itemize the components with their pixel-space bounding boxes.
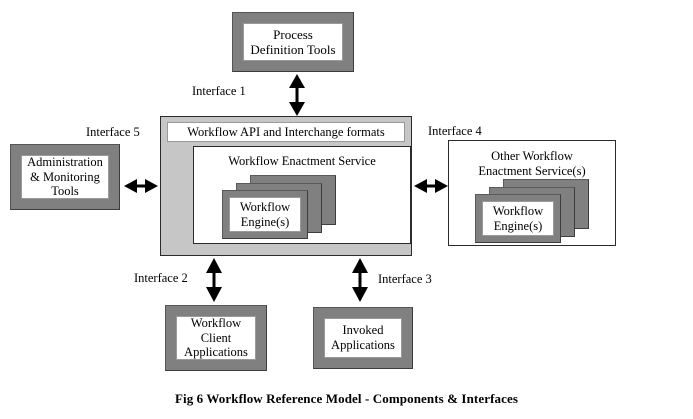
interface-5-label: Interface 5 — [86, 125, 140, 139]
workflow-engine-stack: Workflow Engine(s) — [222, 175, 362, 239]
other-workflow-engine-label: Workflow Engine(s) — [482, 201, 554, 236]
administration-monitoring-tools-box: Administration & Monitoring Tools — [10, 144, 120, 210]
workflow-api-label: Workflow API and Interchange formats — [167, 122, 405, 142]
invoked-apps-line1: Invoked — [342, 323, 384, 338]
process-definition-tools-line1: Process — [273, 26, 313, 42]
workflow-enactment-service-title: Workflow Enactment Service — [228, 154, 376, 168]
process-definition-tools-line2: Definition Tools — [250, 42, 336, 57]
workflow-engine-card-front: Workflow Engine(s) — [222, 190, 308, 239]
client-apps-line1: Workflow — [190, 315, 242, 330]
admin-tools-line2: & Monitoring — [30, 169, 100, 184]
other-enactment-service-title: Other Workflow Enactment Service(s) — [449, 149, 615, 179]
workflow-client-applications-box: Workflow Client Applications — [165, 305, 267, 371]
interface-3-label: Interface 3 — [378, 272, 432, 286]
workflow-enactment-service-box: Workflow Enactment Service Workflow Engi… — [193, 146, 411, 244]
invoked-applications-label: Invoked Applications — [324, 318, 402, 358]
interface-1-arrow — [286, 74, 308, 116]
figure-caption: Fig 6 Workflow Reference Model - Compone… — [174, 391, 519, 406]
admin-tools-line1: Administration — [27, 154, 103, 169]
client-apps-line3: Applications — [184, 345, 248, 360]
client-apps-line2: Client — [200, 330, 232, 345]
interface-4-arrow — [414, 176, 448, 196]
admin-tools-line3: Tools — [51, 184, 79, 199]
interface-5-arrow — [124, 176, 158, 196]
other-workflow-engine-stack: Workflow Engine(s) — [475, 179, 615, 243]
process-definition-tools-label: Process Definition Tools — [243, 23, 343, 61]
workflow-engine-label: Workflow Engine(s) — [229, 197, 301, 232]
interface-3-arrow — [349, 258, 371, 302]
interface-2-label: Interface 2 — [134, 271, 188, 285]
workflow-client-applications-label: Workflow Client Applications — [176, 316, 256, 360]
interface-4-label: Interface 4 — [428, 124, 482, 138]
process-definition-tools-box: Process Definition Tools — [232, 12, 354, 72]
workflow-engine-line1: Workflow — [239, 199, 291, 214]
other-service-line2: Enactment Service(s) — [478, 164, 586, 178]
workflow-api-container: Workflow API and Interchange formats Wor… — [160, 116, 412, 256]
other-engine-line2: Engine(s) — [493, 218, 543, 233]
interface-1-label: Interface 1 — [192, 84, 246, 98]
invoked-apps-line2: Applications — [331, 338, 395, 352]
other-enactment-service-box: Other Workflow Enactment Service(s) Work… — [448, 140, 616, 246]
invoked-applications-box: Invoked Applications — [313, 307, 413, 369]
workflow-engine-line2: Engine(s) — [240, 214, 290, 229]
other-service-line1: Other Workflow — [491, 149, 573, 163]
other-engine-line1: Workflow — [492, 203, 544, 218]
administration-monitoring-tools-label: Administration & Monitoring Tools — [21, 155, 109, 199]
interface-2-arrow — [203, 258, 225, 302]
other-workflow-engine-card-front: Workflow Engine(s) — [475, 194, 561, 243]
